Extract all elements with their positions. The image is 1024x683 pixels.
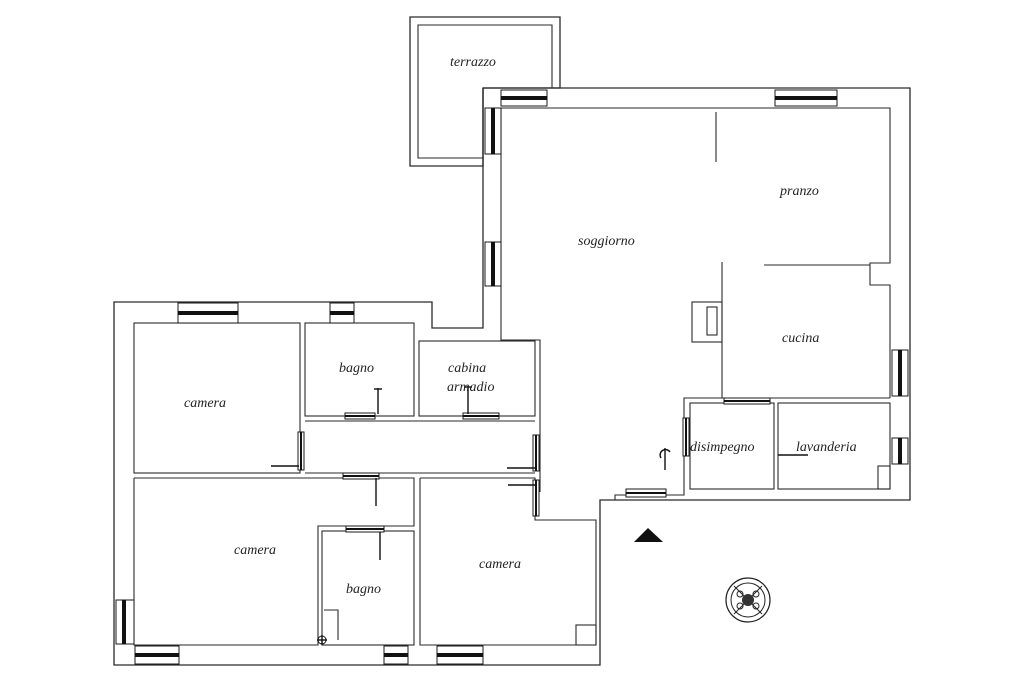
window-terrace-side [484,107,502,155]
window-cucina [891,349,909,397]
window-camera-left [115,599,135,645]
label-pranzo: pranzo [779,184,819,199]
entrance-arrow-icon [634,528,663,542]
label-disimpegno: disimpegno [690,440,755,455]
doors [271,386,808,645]
label-soggiorno: soggiorno [578,234,635,249]
label-cabina: cabina [448,361,486,376]
room-labels: terrazzo soggiorno pranzo cucina cabina … [184,55,857,597]
label-bagno-bottom: bagno [346,582,381,597]
window-camera-bottom-left [134,645,180,665]
label-bagno-top: bagno [339,361,374,376]
label-lavanderia: lavanderia [796,440,857,455]
window-camera-top [177,302,239,324]
service-rooms [689,402,891,490]
exterior-walls [113,87,911,666]
window-soggiorno-side [484,241,502,287]
label-camera-bottom-right: camera [479,557,521,572]
label-armadio: armadio [447,380,494,395]
compass-rose-icon [725,577,771,623]
window-terrace-top [500,89,548,107]
window-pranzo-top [774,89,838,107]
label-camera-top-left: camera [184,396,226,411]
label-camera-bottom-left: camera [234,543,276,558]
label-terrazzo: terrazzo [450,55,496,70]
window-bagno-bottom [383,645,409,665]
window-lavanderia [891,437,909,465]
label-cucina: cucina [782,331,819,346]
window-camera-bottom-right [436,645,484,665]
windows [115,89,909,665]
window-bagno-top [329,302,355,324]
